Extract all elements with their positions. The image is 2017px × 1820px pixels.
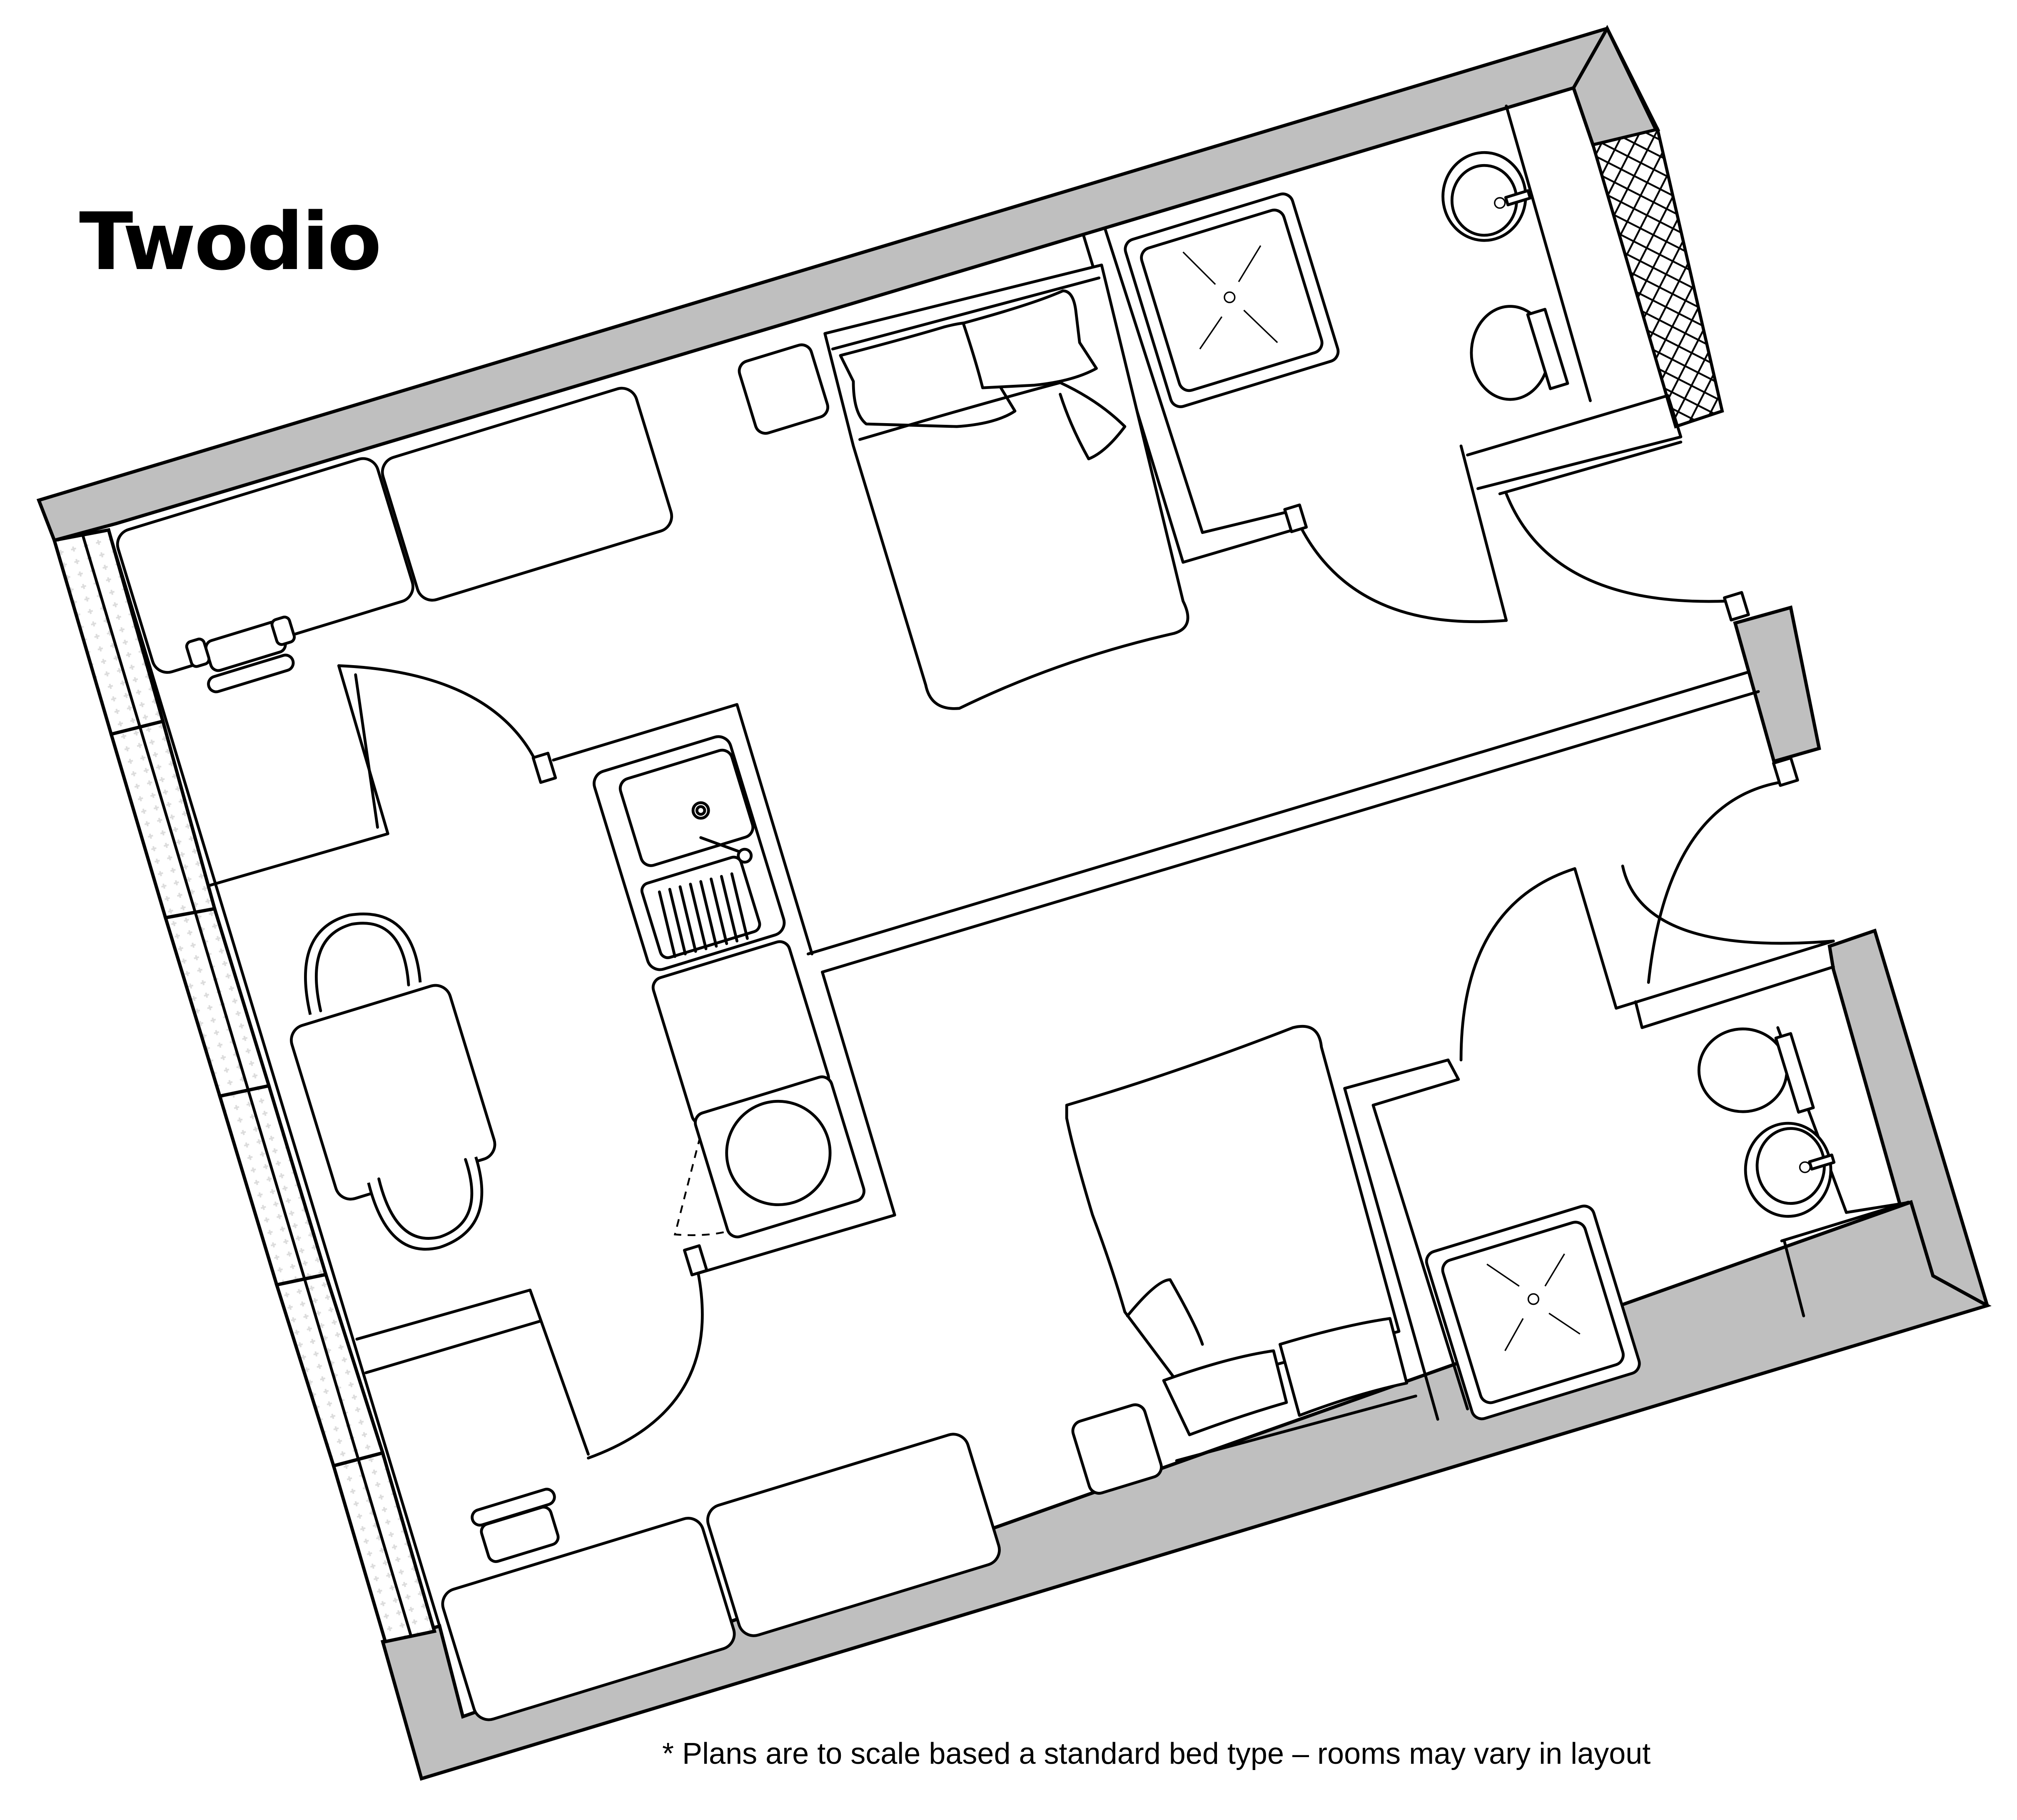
wardrobe [706, 1433, 1001, 1637]
window-pane [109, 719, 217, 920]
drainer-grooves [658, 872, 749, 958]
desk-chair-arm [270, 616, 296, 646]
drainer [640, 855, 761, 959]
toilet-cistern [1526, 308, 1569, 390]
shower-tray-inner [1140, 209, 1324, 392]
door-swing-ensuite2 [1621, 865, 1835, 945]
shower-drain [1224, 291, 1236, 303]
tap-base [737, 848, 753, 864]
toilet-cistern [1774, 1032, 1815, 1114]
tap [1504, 189, 1532, 207]
door-jamb [1283, 504, 1308, 534]
bedroom-1 [738, 263, 1189, 710]
toilet [1697, 1027, 1788, 1113]
mixer-tap [699, 836, 745, 855]
wall-entrance-pier [1733, 605, 1821, 764]
shower-drain [1527, 1293, 1540, 1305]
shower-tray [1425, 1204, 1641, 1421]
door-jamb [1772, 756, 1799, 787]
headboard-line [831, 276, 1101, 351]
pillow [1279, 1317, 1409, 1417]
bedside-table [1071, 1403, 1163, 1495]
door-swing-entrance-top [1505, 492, 1729, 603]
dining-chair [367, 1156, 484, 1251]
sink-drain [691, 801, 710, 820]
headboard-line [1175, 1394, 1417, 1462]
door-swing-entrance-bottom [1647, 780, 1783, 984]
kitchen [593, 735, 865, 1239]
dining-chair [304, 912, 422, 1015]
desk-area-top [116, 386, 673, 693]
desk-chair-back [471, 1488, 556, 1527]
internal-walls [107, 86, 1912, 1718]
desk-area-bottom [441, 1433, 1001, 1721]
shower-tray-inner [1441, 1221, 1625, 1404]
tap [1808, 1153, 1836, 1171]
window-pane [217, 1084, 328, 1287]
sink-bowl [618, 748, 755, 867]
door-jamb [1723, 591, 1750, 622]
shower-tray [1124, 192, 1340, 408]
plan-footnote: * Plans are to scale based a standard be… [662, 1737, 1651, 1770]
pillow [962, 289, 1098, 389]
door-swing-bedroom2 [1459, 867, 1576, 1062]
door-swing-kitchen-top [337, 664, 538, 764]
desk-chair-back [207, 653, 295, 693]
duvet-fold [1126, 1278, 1204, 1346]
plan-title: Twodio [79, 196, 381, 288]
sink-drain-inner [695, 805, 706, 816]
ensuite-2 [1425, 1027, 1836, 1421]
door-swing-kitchen-bottom [587, 1272, 704, 1460]
hob-ring [725, 1099, 832, 1207]
double-bed [1065, 1025, 1401, 1391]
fridge-unit [694, 1075, 865, 1239]
duvet-fold [858, 381, 1127, 461]
basin-drain [1494, 197, 1506, 209]
pillow [1162, 1349, 1288, 1436]
window-pane [163, 907, 271, 1098]
desk [441, 1517, 736, 1721]
bedroom-2 [1065, 1025, 1417, 1495]
door-swing-ensuite1 [1291, 509, 1508, 623]
desk-chair-arm [185, 638, 211, 668]
ensuite-1 [1124, 151, 1569, 408]
wardrobe [381, 386, 673, 602]
window-wall-left [52, 528, 437, 1644]
bedside-table [738, 343, 829, 435]
door-jamb [683, 1244, 708, 1276]
window-pane [274, 1272, 385, 1468]
door-jamb [531, 752, 557, 784]
dining-area [290, 912, 496, 1251]
riser-hatch [1591, 127, 1724, 429]
